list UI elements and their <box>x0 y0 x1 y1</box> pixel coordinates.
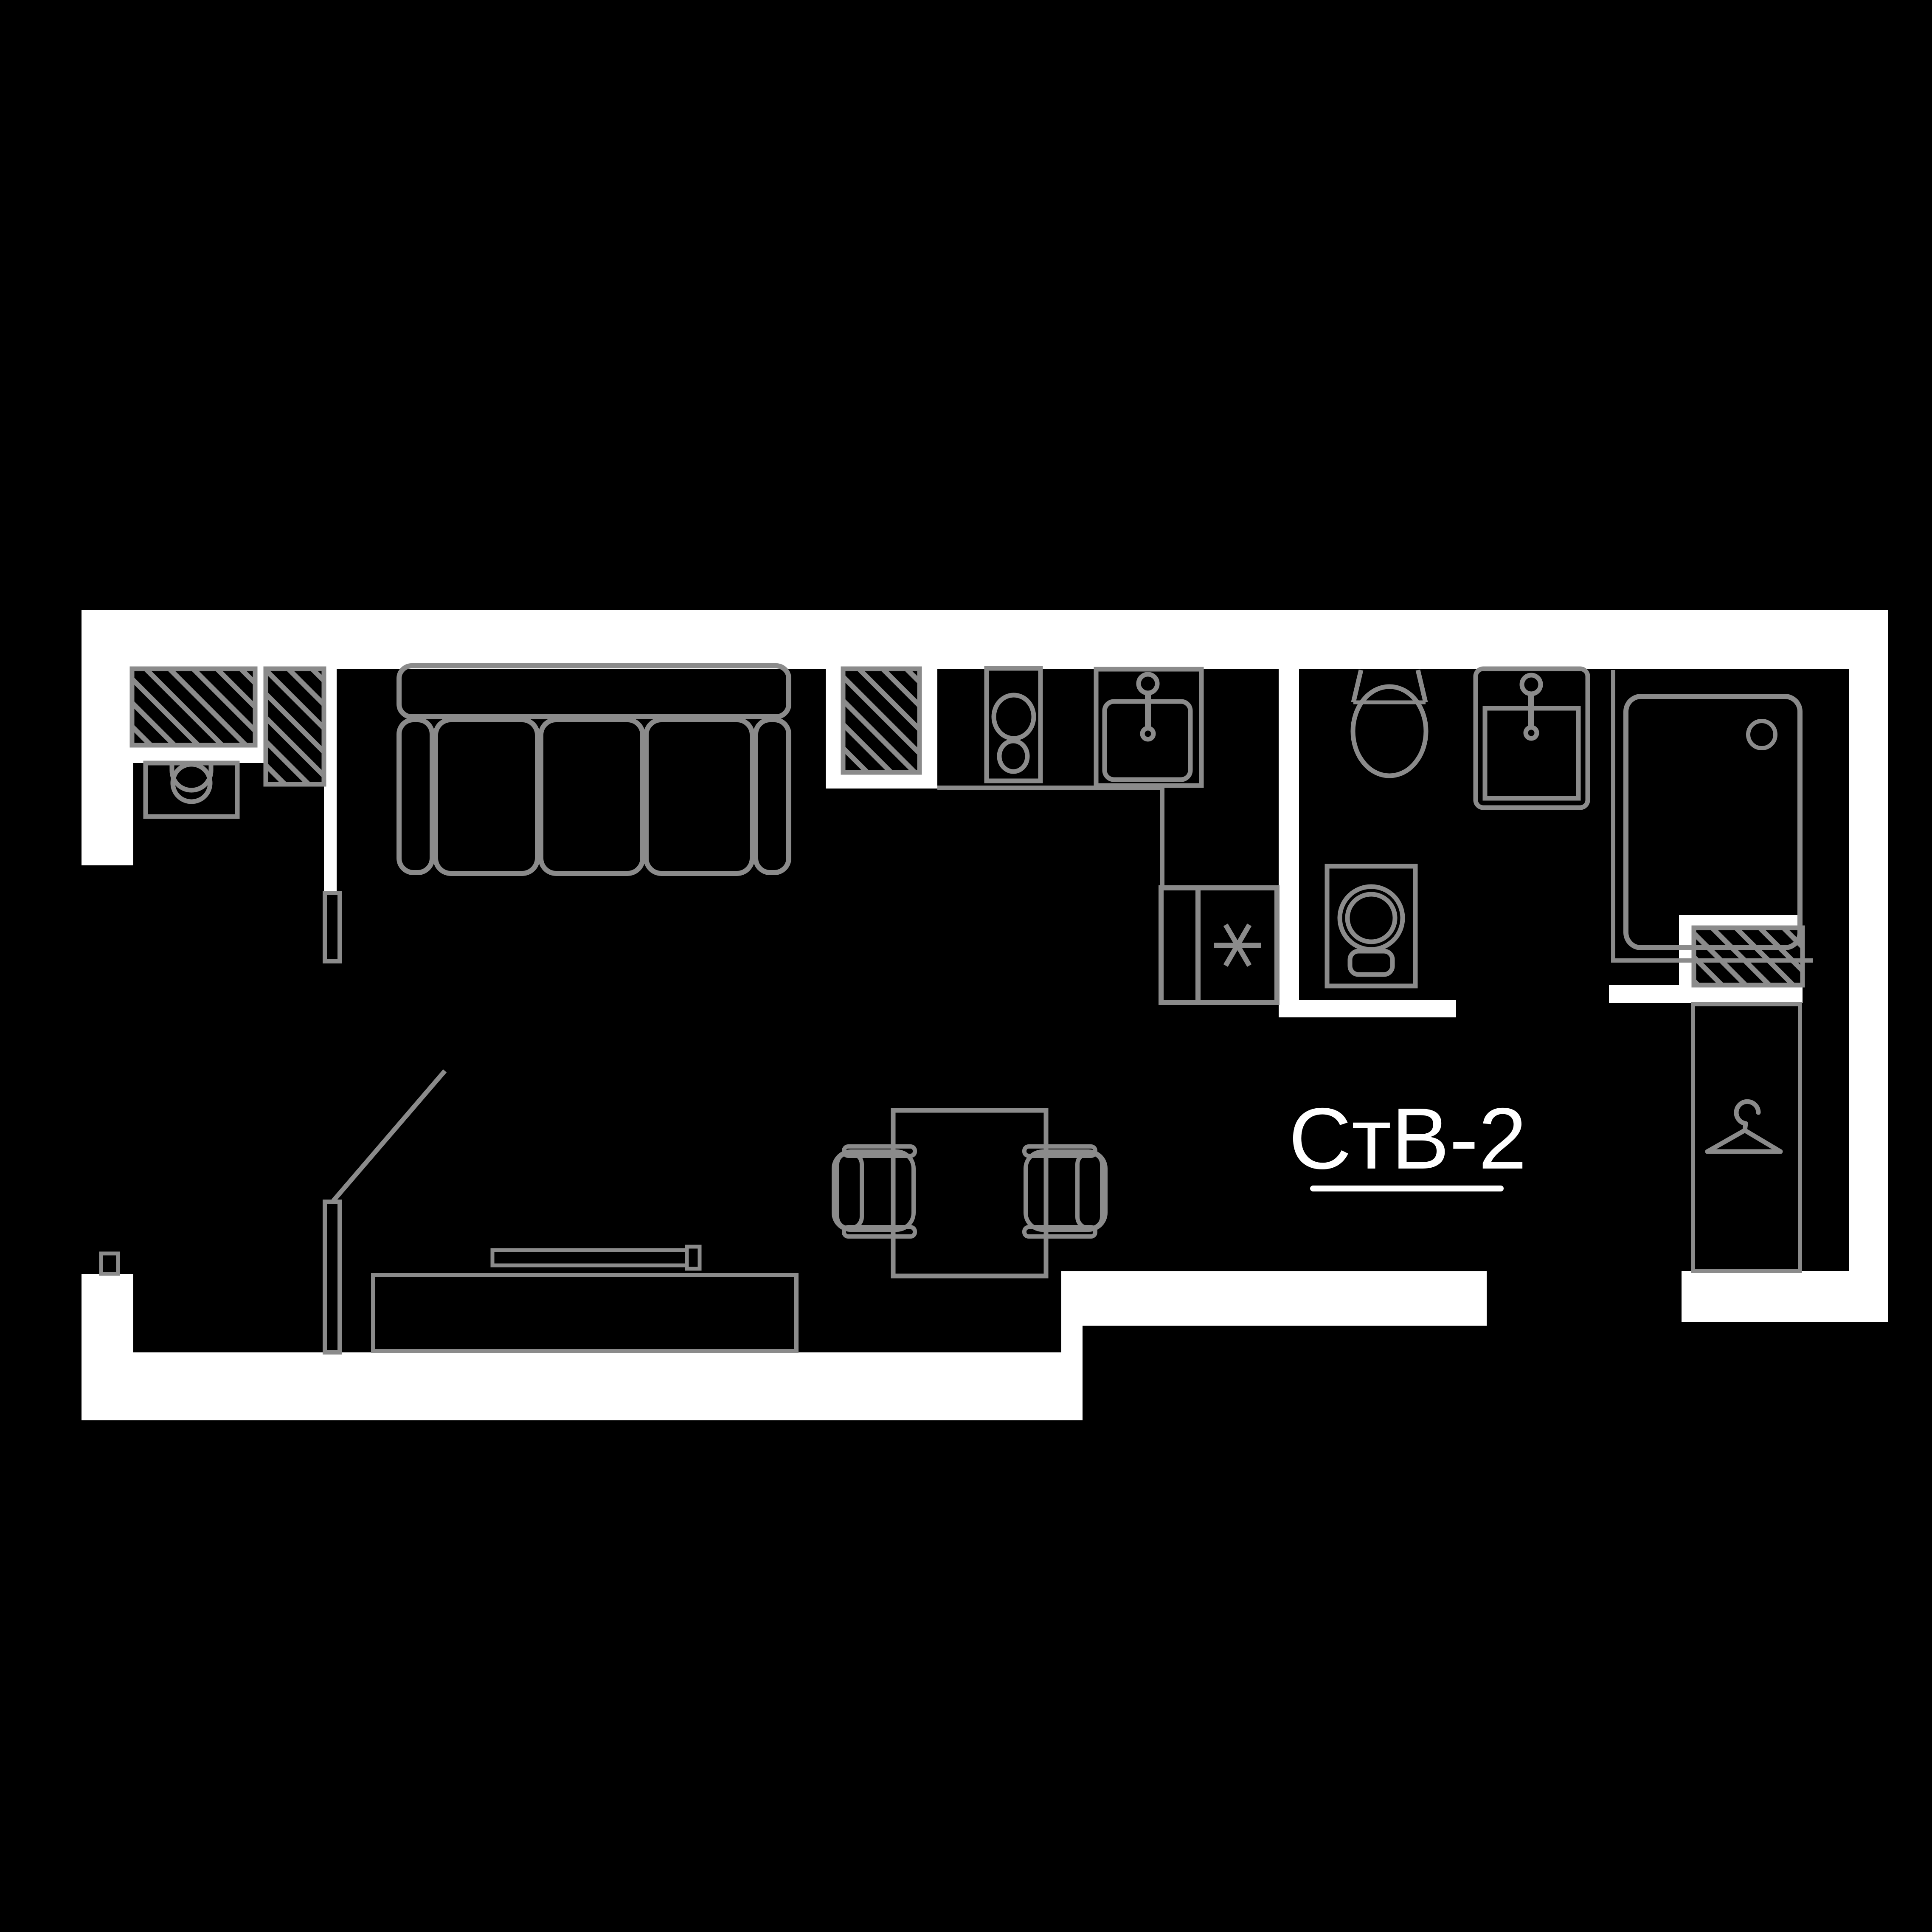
wall-top <box>82 610 1888 669</box>
door-leaf <box>331 1069 447 1203</box>
toilet <box>1350 669 1429 778</box>
fridge <box>1159 885 1280 1005</box>
wall-right <box>1849 610 1888 1322</box>
window-left <box>99 1251 120 1276</box>
wall-bottom-left <box>82 1352 1083 1420</box>
unit-label: СтВ-2 <box>1289 1090 1527 1187</box>
door-jamb-top <box>323 891 342 963</box>
chair-right <box>1022 1144 1108 1239</box>
entry-hall-door <box>323 891 447 1355</box>
wall-kitchen-shaft-right <box>920 669 937 789</box>
window-sill <box>99 1251 120 1276</box>
vent-shaft-icon-2 <box>263 666 326 787</box>
stove <box>984 666 1043 783</box>
wall-bath-partition <box>1279 669 1299 1003</box>
wall-entry-bottom <box>1682 1271 1888 1322</box>
chair-left <box>832 1144 917 1239</box>
wall-under-shaft1 <box>82 745 255 763</box>
dining <box>832 1108 1108 1279</box>
tv <box>490 1245 702 1271</box>
tv-area <box>371 1245 799 1353</box>
shower <box>1611 670 1813 963</box>
wall-left-upper <box>82 610 133 865</box>
wall-under-shaft4 <box>1609 985 1803 1003</box>
vent-shaft-icon-1 <box>129 666 258 748</box>
kitchen-sink <box>1094 667 1204 788</box>
wall-bath-bottom <box>1279 1000 1456 1017</box>
sofa <box>397 663 791 876</box>
shower-drain <box>1746 719 1777 750</box>
dining-table <box>891 1108 1049 1279</box>
hanger-icon <box>1705 1099 1783 1154</box>
bathroom-sink <box>1473 666 1590 810</box>
wall-kitchen-shaft-left <box>826 669 843 789</box>
vent-shaft-icon-4 <box>1691 925 1805 988</box>
label-underline <box>1310 1186 1504 1191</box>
shower-enclosure <box>1611 670 1813 963</box>
snowflake-icon <box>1214 923 1261 967</box>
bathroom <box>1325 666 1813 989</box>
vent-shafts <box>129 666 1805 988</box>
wall-kitchen-shaft-bottom <box>826 772 937 789</box>
kitchen <box>937 666 1280 1005</box>
wall-bottom-right <box>1061 1271 1487 1326</box>
tv-stand <box>371 1273 799 1353</box>
vent-shaft-icon-3 <box>841 666 922 775</box>
door-jamb-bottom <box>323 1200 342 1355</box>
wardrobe <box>1691 1002 1802 1273</box>
hall-sink-cabinet <box>143 760 240 819</box>
walls <box>82 610 1888 1420</box>
washing-machine <box>1325 864 1418 989</box>
